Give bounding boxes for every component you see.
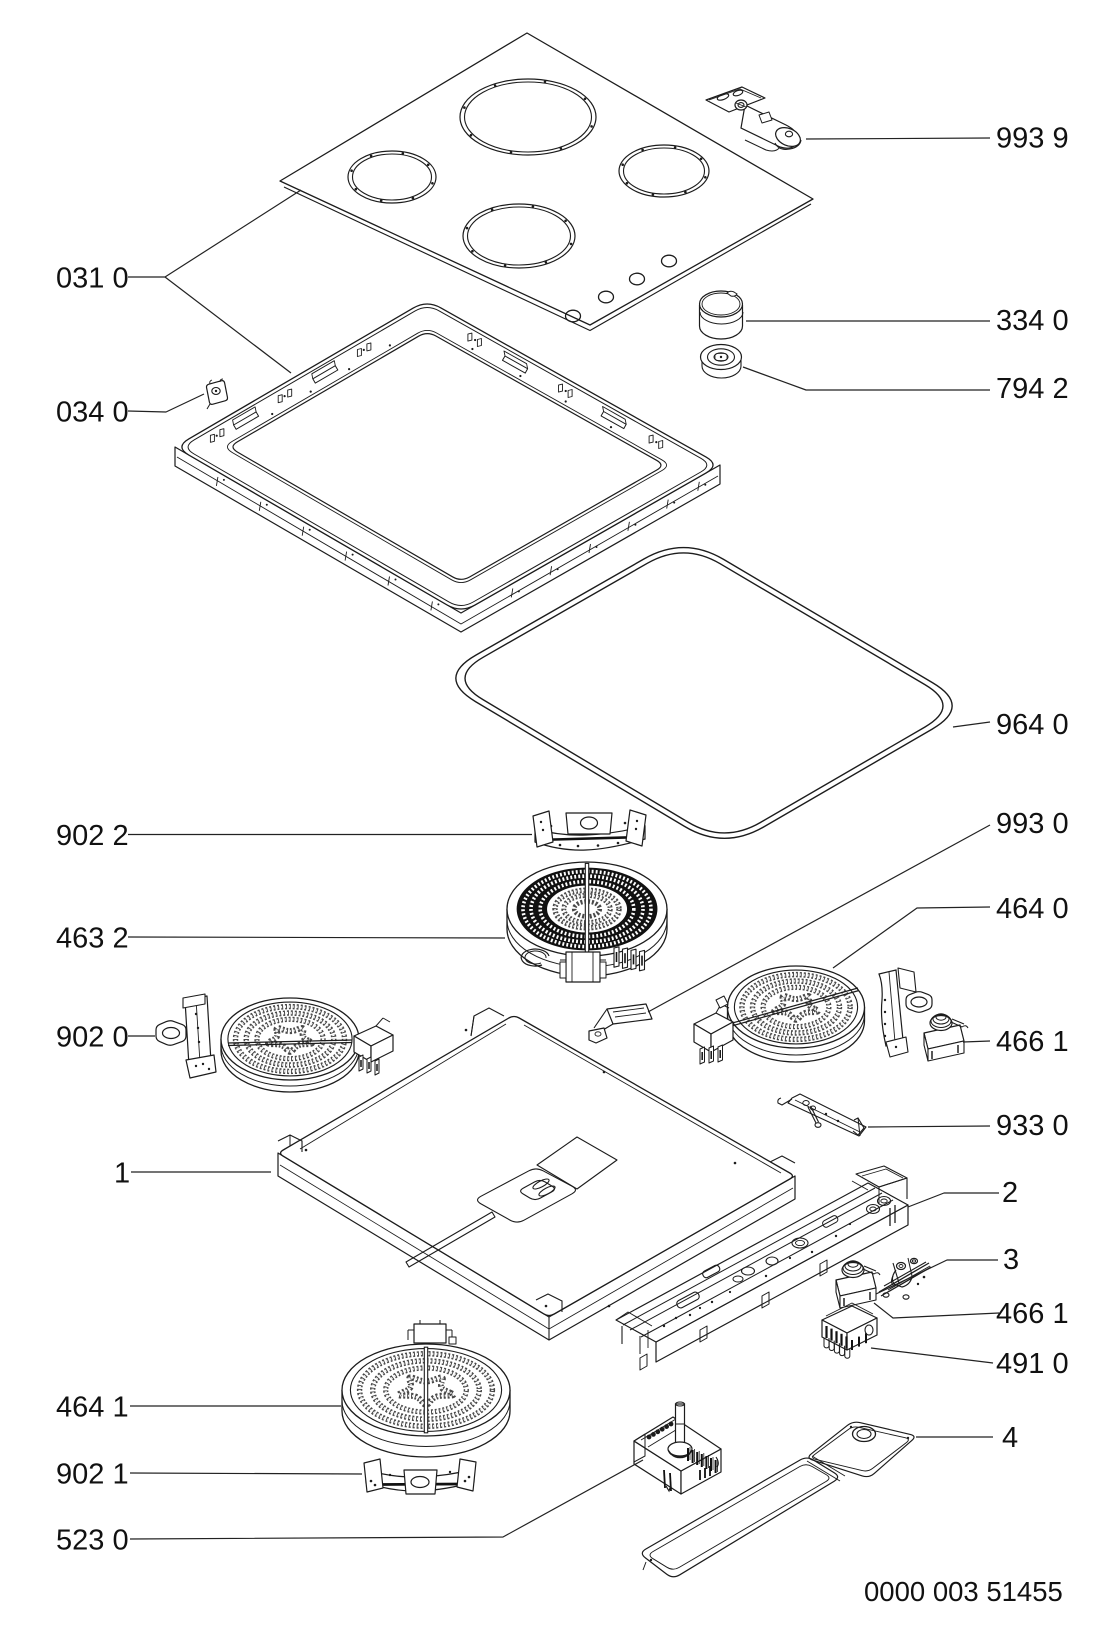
svg-text:1: 1: [114, 1158, 130, 1190]
svg-text:523 0: 523 0: [56, 1525, 129, 1557]
svg-text:902 1: 902 1: [56, 1459, 129, 1491]
svg-text:2: 2: [1002, 1177, 1018, 1209]
svg-text:902 0: 902 0: [56, 1022, 129, 1054]
svg-text:464 0: 464 0: [996, 893, 1069, 925]
svg-text:902 2: 902 2: [56, 820, 129, 852]
svg-text:031 0: 031 0: [56, 263, 129, 295]
svg-text:491 0: 491 0: [996, 1348, 1069, 1380]
svg-text:964 0: 964 0: [996, 709, 1069, 741]
svg-text:4: 4: [1002, 1422, 1018, 1454]
svg-text:334 0: 334 0: [996, 305, 1069, 337]
svg-text:466 1: 466 1: [996, 1026, 1069, 1058]
svg-text:464 1: 464 1: [56, 1392, 129, 1424]
svg-text:0000 003 51455: 0000 003 51455: [864, 1576, 1063, 1607]
svg-text:933 0: 933 0: [996, 1110, 1069, 1142]
svg-text:993 0: 993 0: [996, 808, 1069, 840]
svg-text:794 2: 794 2: [996, 373, 1069, 405]
svg-text:463 2: 463 2: [56, 923, 129, 955]
svg-text:3: 3: [1003, 1244, 1019, 1276]
svg-text:034 0: 034 0: [56, 397, 129, 429]
svg-text:466 1: 466 1: [996, 1298, 1069, 1330]
svg-text:993 9: 993 9: [996, 123, 1069, 155]
